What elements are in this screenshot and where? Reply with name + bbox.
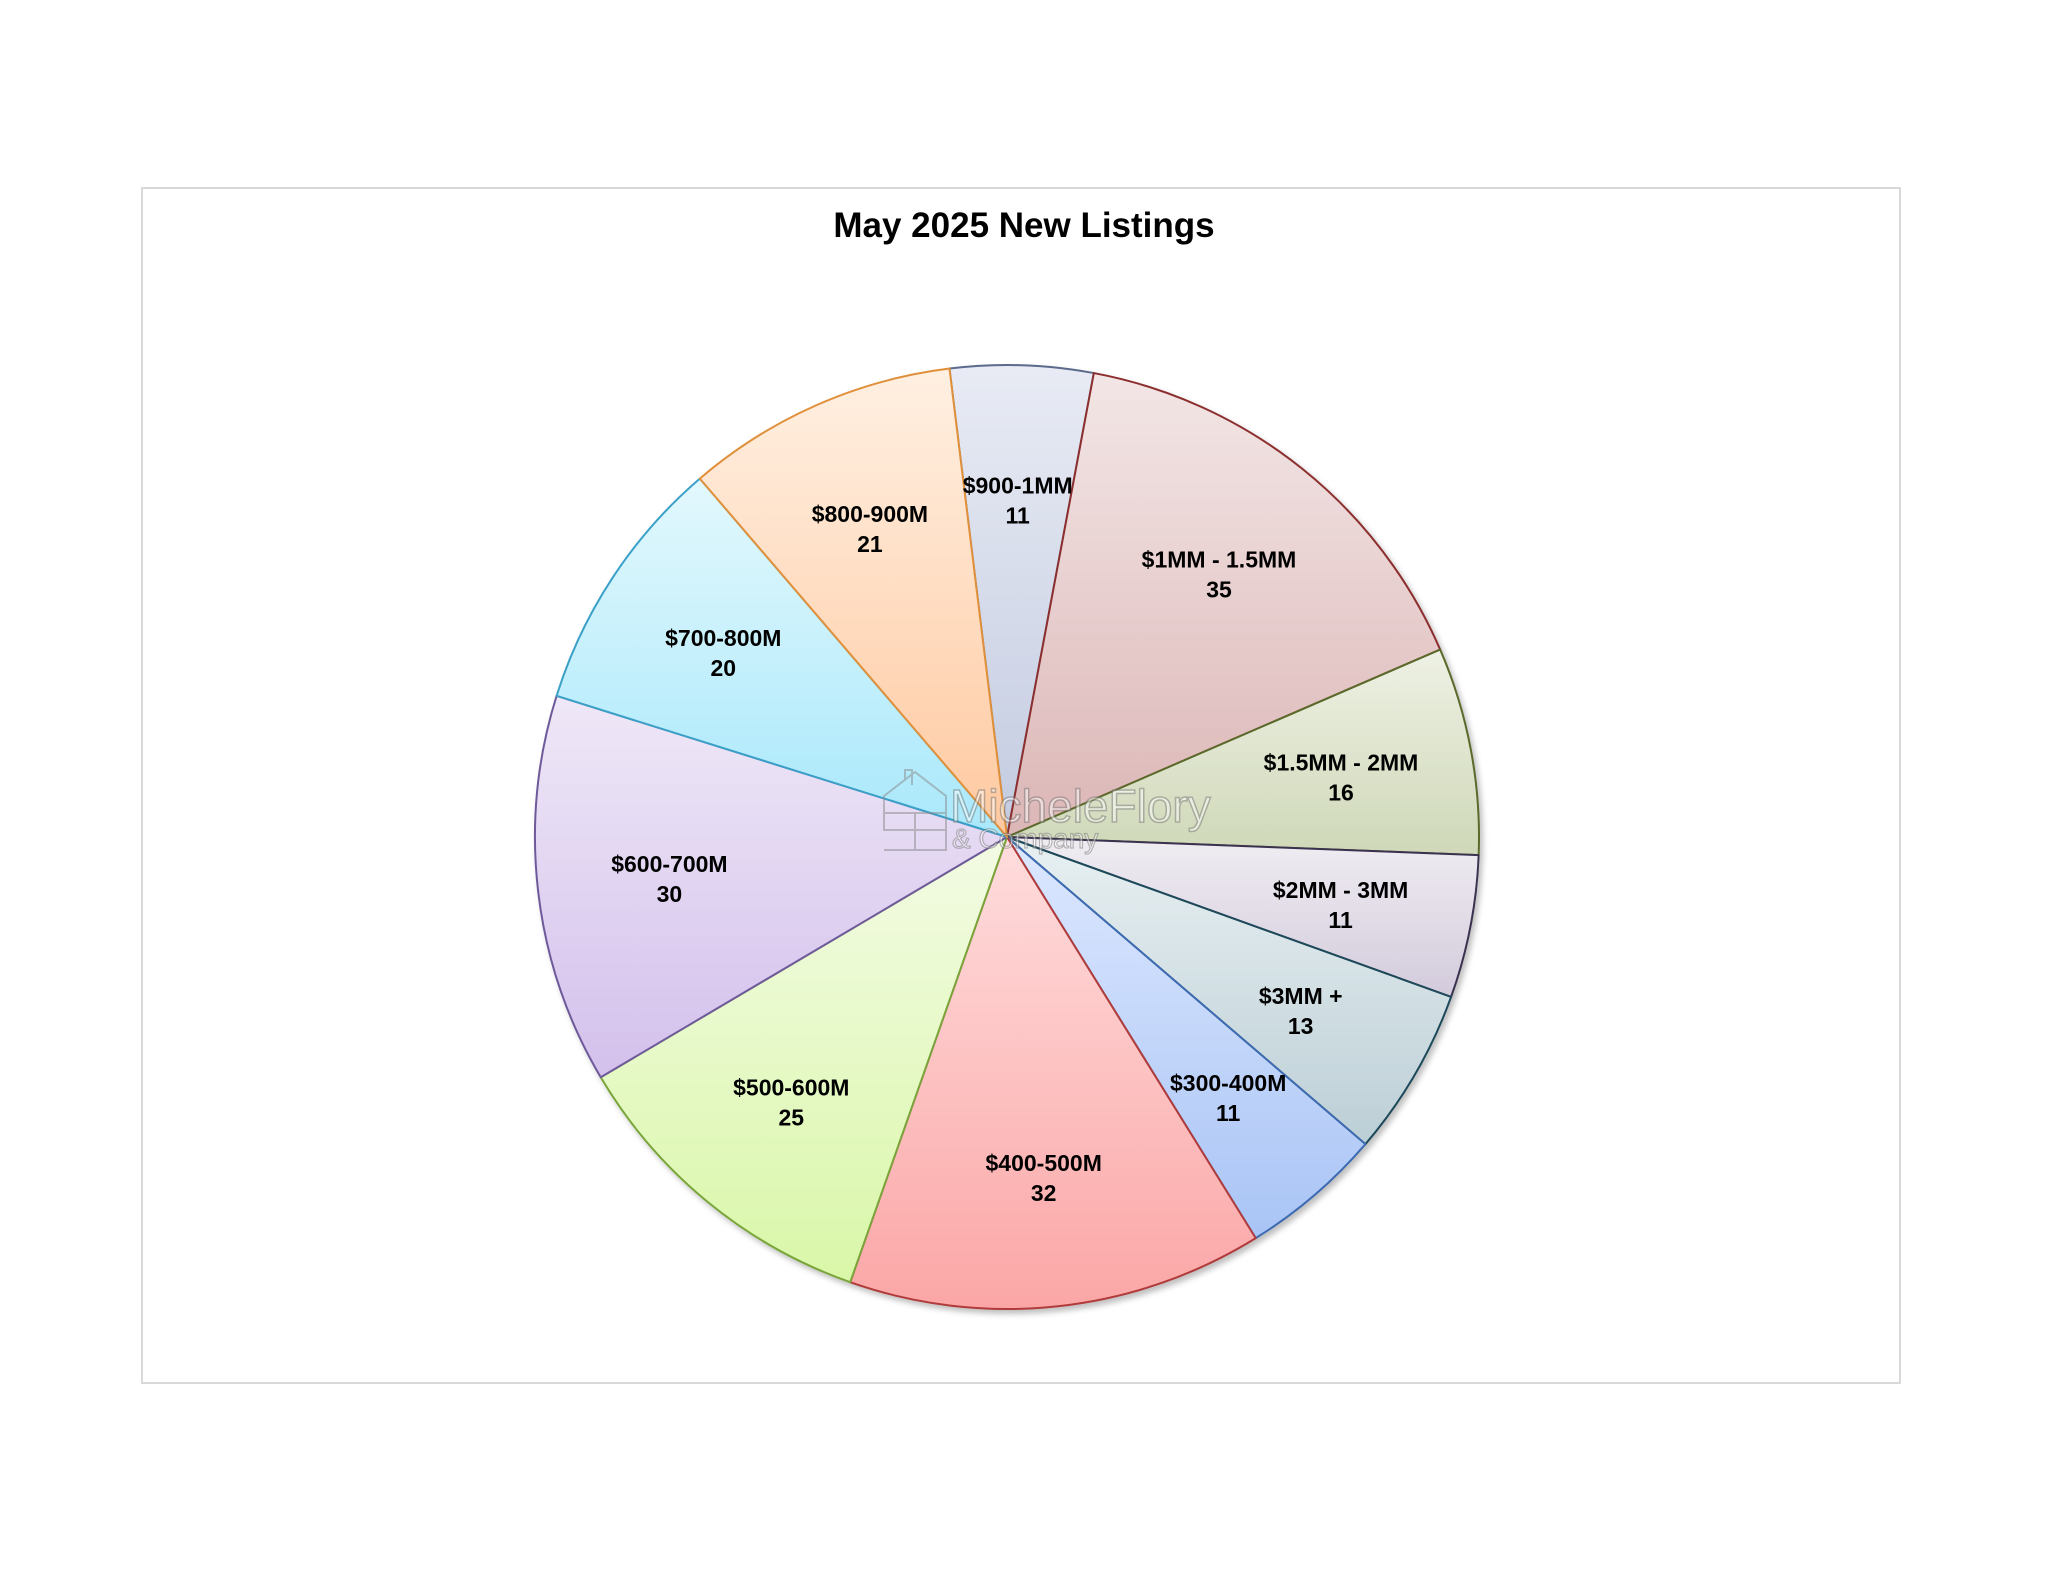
chart-title: May 2025 New Listings	[833, 206, 1215, 245]
house-logo-icon	[883, 769, 947, 851]
slice-label-category: $2MM - 3MM	[1273, 877, 1408, 903]
slice-label-category: $3MM +	[1259, 983, 1343, 1009]
pie-slice	[948, 364, 1095, 838]
slice-label-category: $800-900M	[812, 501, 928, 527]
slice-label-value: 13	[1288, 1013, 1314, 1039]
pie-slice	[849, 836, 1257, 1310]
pie-slice	[555, 477, 1008, 838]
slice-label-category: $600-700M	[611, 851, 727, 877]
slice-label-category: $1.5MM - 2MM	[1264, 750, 1419, 776]
watermark: MicheleFlory & Company	[883, 769, 1211, 855]
slice-label-value: 21	[857, 531, 883, 557]
watermark-line2: & Company	[952, 823, 1098, 854]
slice-label-category: $500-600M	[733, 1075, 849, 1101]
slice-label-category: $900-1MM	[963, 472, 1073, 498]
slice-label-value: 32	[1031, 1180, 1057, 1206]
slice-label-value: 16	[1328, 780, 1354, 806]
slice-label-value: 30	[657, 881, 683, 907]
slice-label-value: 11	[1328, 907, 1353, 933]
pie-slice	[1006, 836, 1367, 1240]
pie-slice	[1006, 836, 1480, 998]
slice-label-value: 35	[1206, 576, 1232, 602]
pie-slice	[1006, 836, 1453, 1146]
watermark-line1: MicheleFlory	[950, 780, 1211, 832]
pie-slice	[1006, 372, 1442, 838]
slice-label-category: $400-500M	[986, 1150, 1102, 1176]
slice-label-category: $700-800M	[665, 625, 781, 651]
slice-label-value: 20	[711, 655, 737, 681]
slice-label-value: 25	[779, 1105, 805, 1131]
pie-labels: $900-1MM 11 $1MM - 1.5MM 35 $1.5MM - 2MM 16 $2…	[611, 472, 1418, 1206]
pie-slice	[534, 694, 1008, 1079]
slice-label-value: 11	[1006, 502, 1031, 528]
pie-slice	[698, 367, 1008, 838]
pie-slices	[534, 364, 1480, 1310]
slice-label-value: 11	[1216, 1100, 1241, 1126]
pie-slice	[599, 836, 1008, 1284]
pie-slice	[1006, 648, 1480, 857]
slice-label-category: $1MM - 1.5MM	[1142, 546, 1297, 572]
slice-label-category: $300-400M	[1170, 1070, 1286, 1096]
